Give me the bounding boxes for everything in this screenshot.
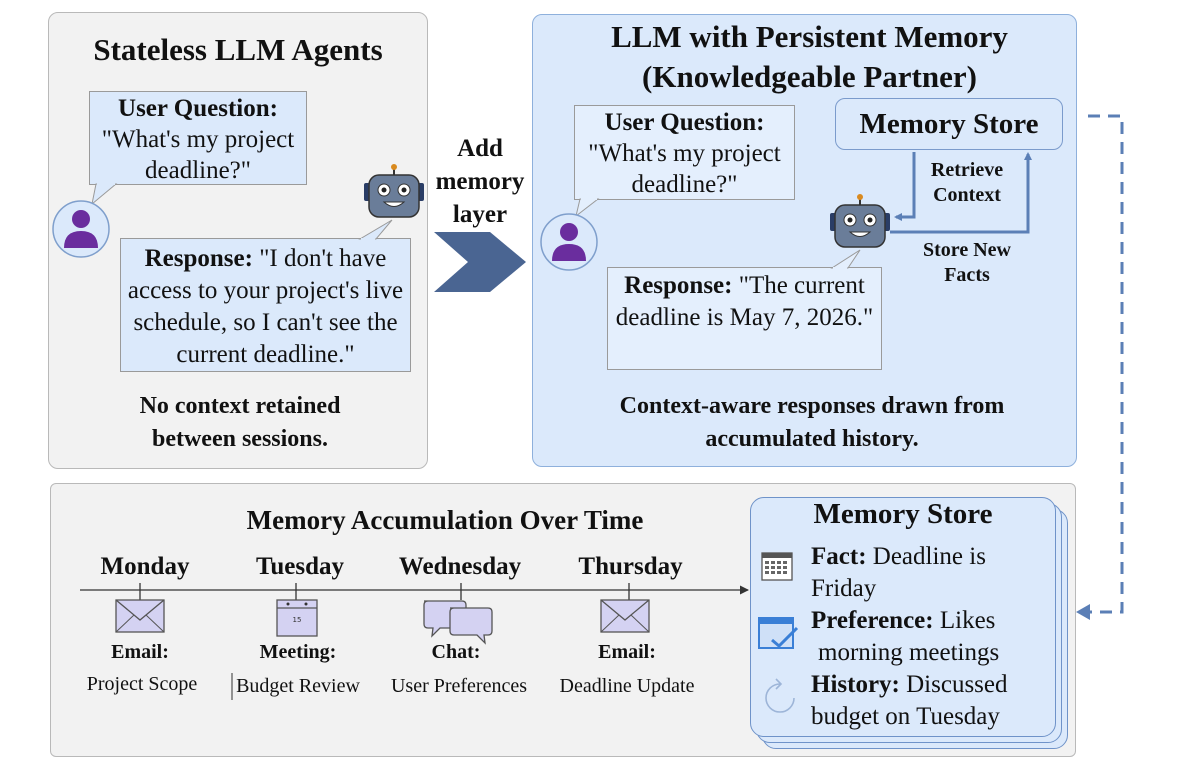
right-user-question-label: User Question:	[604, 109, 765, 136]
memory-item-fact-line1: Deadline is	[866, 543, 986, 570]
memory-item-fact-label: Fact:	[811, 543, 867, 570]
retrieve-context-label: Retrieve Context	[912, 158, 1022, 208]
timeline-day-tuesday: Tuesday	[255, 553, 344, 580]
left-user-question-bubble: User Question: "What's my project deadli…	[89, 91, 307, 185]
persistent-memory-title-line1: LLM with Persistent Memory	[611, 19, 1008, 54]
context-aware-caption: Context-aware responses drawn from accum…	[532, 390, 1092, 456]
stateless-caption: No context retained between sessions.	[48, 390, 432, 456]
timeline-day-monday: Monday	[100, 553, 190, 580]
right-response-bubble: Response: "The current deadline is May 7…	[607, 267, 882, 370]
add-memory-layer-line2: memory	[435, 168, 525, 195]
context-aware-caption-line1: Context-aware responses drawn from	[619, 393, 1005, 419]
memory-item-history: History: Discussed budget on Tuesday	[811, 669, 1051, 733]
persistent-memory-panel	[532, 14, 1077, 467]
left-response-bubble: Response: "I don't have access to your p…	[120, 238, 411, 372]
timeline-day-thursday: Thursday	[578, 553, 683, 580]
right-response-label: Response:	[624, 272, 733, 299]
memory-item-preference: Preference: Likes morning meetings	[811, 605, 1051, 669]
store-new-facts-label: Store New Facts	[907, 238, 1027, 288]
left-user-question-label: User Question:	[118, 95, 278, 122]
event-type-tuesday: Meeting:	[259, 641, 337, 663]
persistent-memory-title: LLM with Persistent Memory (Knowledgeabl…	[532, 17, 1087, 97]
memory-item-fact: Fact: Deadline is Friday	[811, 541, 1051, 605]
add-memory-layer-label: Add memory layer	[428, 132, 532, 231]
event-type-thursday: Email:	[598, 641, 656, 663]
left-response-label: Response:	[144, 245, 253, 272]
memory-item-history-line1: Discussed	[899, 671, 1008, 698]
dashed-feedback-connector	[1076, 114, 1124, 620]
event-type-wednesday: Chat:	[431, 641, 481, 663]
persistent-memory-title-line2: (Knowledgeable Partner)	[642, 59, 977, 94]
memory-item-fact-line2: Friday	[811, 575, 877, 602]
memory-store-card-title: Memory Store	[813, 498, 993, 530]
memory-store-box: Memory Store	[835, 98, 1063, 150]
retrieve-context-line1: Retrieve	[930, 159, 1004, 181]
memory-item-preference-line1: Likes	[933, 607, 996, 634]
timeline-day-wednesday: Wednesday	[398, 553, 522, 580]
event-name-monday: Project Scope	[86, 673, 198, 695]
right-user-question-bubble: User Question: "What's my project deadli…	[574, 105, 795, 200]
context-aware-caption-line2: accumulated history.	[705, 426, 919, 452]
right-response-text: "The current deadline is May 7, 2026."	[615, 272, 874, 331]
retrieve-context-line2: Context	[933, 184, 1001, 206]
transition-chevron-arrow	[434, 232, 526, 292]
memory-item-history-line2: budget on Tuesday	[811, 703, 1000, 730]
left-user-question-text: "What's my project deadline?"	[101, 126, 295, 184]
memory-store-card	[750, 497, 1056, 737]
add-memory-layer-line1: Add	[457, 135, 503, 162]
store-new-facts-line2: Facts	[944, 264, 990, 286]
memory-store-box-label: Memory Store	[859, 108, 1039, 140]
stateless-panel-title: Stateless LLM Agents	[93, 32, 383, 67]
event-name-wednesday: User Preferences	[390, 675, 528, 697]
event-type-monday: Email:	[111, 641, 169, 663]
memory-accumulation-title: Memory Accumulation Over Time	[246, 505, 644, 535]
event-name-tuesday: Budget Review	[236, 675, 360, 697]
left-response-text: "I don't have access to your project's l…	[127, 245, 404, 368]
memory-item-preference-line2: morning meetings	[818, 639, 1000, 666]
add-memory-layer-line3: layer	[452, 201, 508, 228]
memory-item-history-label: History:	[811, 671, 900, 698]
event-name-thursday: Deadline Update	[559, 675, 695, 697]
right-user-question-text: "What's my project deadline?"	[588, 140, 781, 198]
stateless-caption-line2: between sessions.	[151, 426, 328, 452]
memory-item-preference-label: Preference:	[811, 607, 934, 634]
stateless-caption-line1: No context retained	[139, 393, 341, 419]
store-new-facts-line1: Store New	[923, 239, 1011, 261]
